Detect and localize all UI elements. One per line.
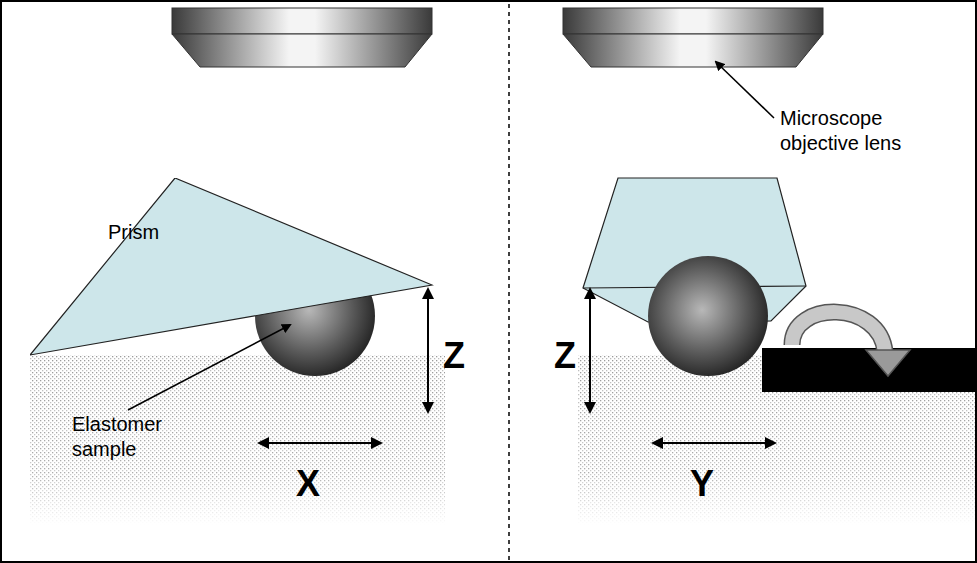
axis-label: Y	[690, 466, 714, 502]
prism-polygon	[30, 178, 432, 355]
axis-label: Z	[443, 338, 465, 374]
callout-label: Microscope objective lens	[780, 106, 930, 156]
callout-label: Elastomer sample	[72, 412, 182, 462]
axis-label: X	[296, 466, 320, 502]
part-label: Prism	[108, 220, 159, 245]
prism-outline	[30, 178, 434, 356]
prism-shape: Prism	[30, 178, 434, 356]
axis-label: Z	[554, 338, 576, 374]
